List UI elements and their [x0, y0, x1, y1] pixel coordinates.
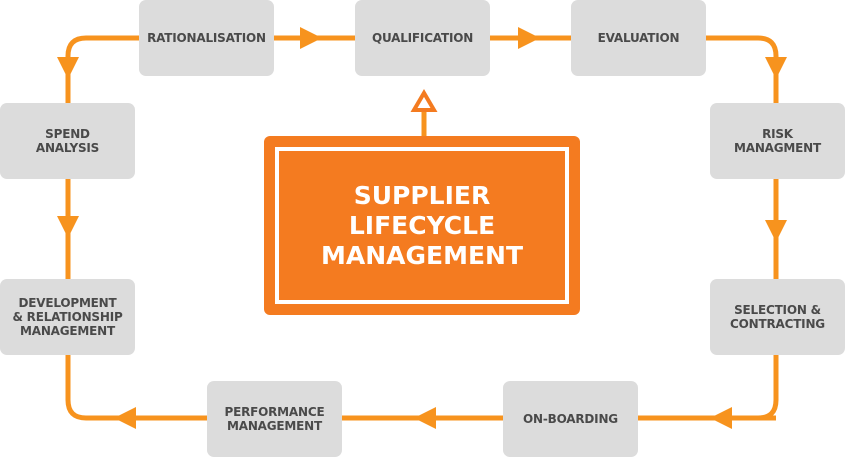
arrow-down-icon: [765, 220, 787, 242]
step-rationalisation: RATIONALISATION: [139, 0, 274, 76]
arrow-left-icon: [414, 407, 436, 429]
arrow-right-icon: [300, 27, 322, 49]
step-onboarding: ON-BOARDING: [503, 381, 638, 457]
arrow-down-icon: [57, 57, 79, 79]
step-evaluation: EVALUATION: [571, 0, 706, 76]
center-title: SUPPLIER LIFECYCLE MANAGEMENT: [275, 147, 569, 304]
step-spend-analysis: SPEND ANALYSIS: [0, 103, 135, 179]
center-box: SUPPLIER LIFECYCLE MANAGEMENT: [264, 136, 580, 315]
step-risk-management: RISK MANAGMENT: [710, 103, 845, 179]
step-performance-management: PERFORMANCE MANAGEMENT: [207, 381, 342, 457]
arrow-left-icon: [710, 407, 732, 429]
arrow-left-icon: [114, 407, 136, 429]
step-development-relationship: DEVELOPMENT & RELATIONSHIP MANAGEMENT: [0, 279, 135, 355]
arrow-down-icon: [765, 57, 787, 79]
step-qualification: QUALIFICATION: [355, 0, 490, 76]
arrow-down-icon: [57, 216, 79, 238]
step-selection-contracting: SELECTION & CONTRACTING: [710, 279, 845, 355]
arrow-right-icon: [518, 27, 540, 49]
arrow-up-outline-icon: [410, 89, 438, 112]
